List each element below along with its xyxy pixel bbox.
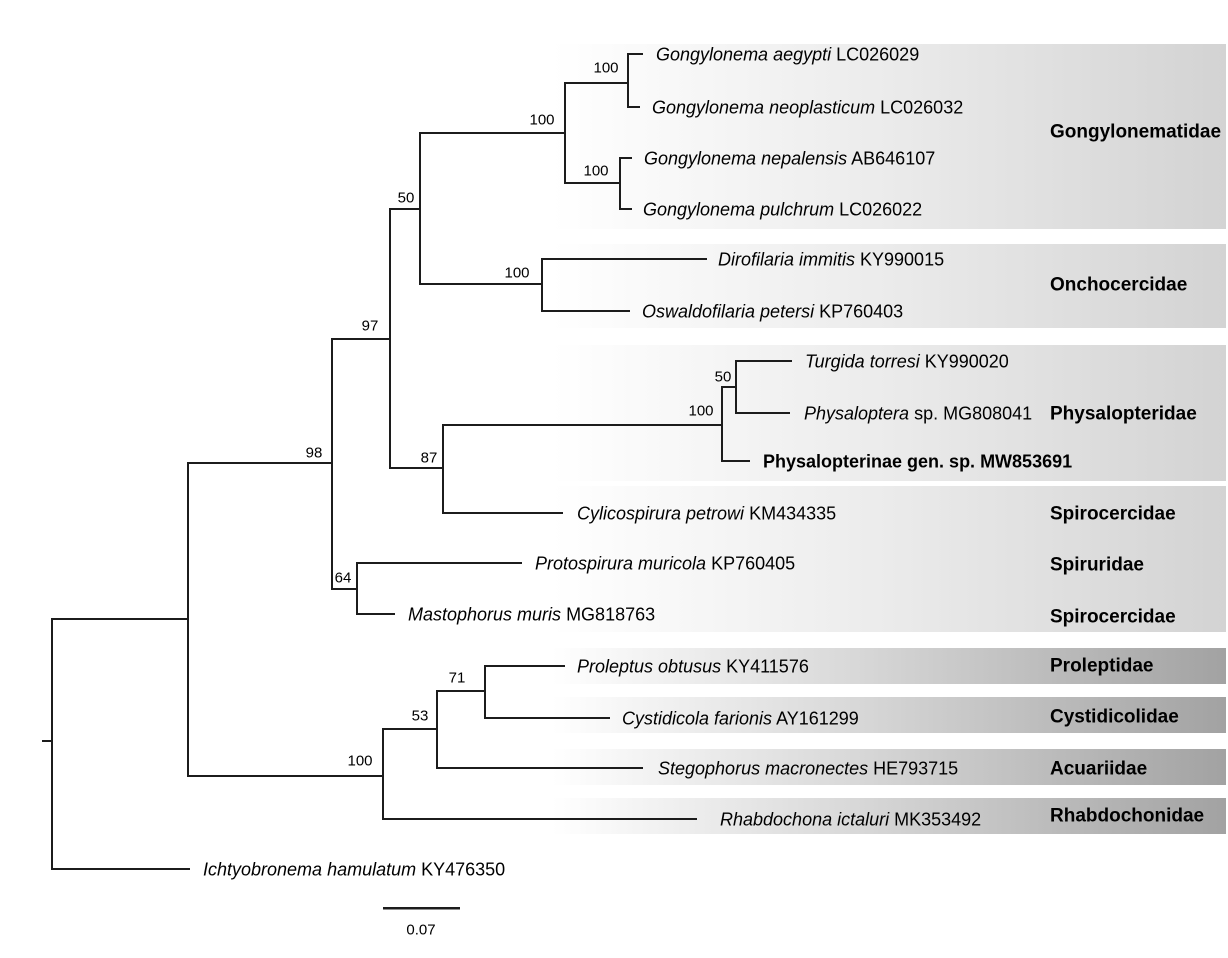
taxon-name: Oswaldofilaria petersi bbox=[642, 301, 815, 321]
scale-bar-label: 0.07 bbox=[406, 921, 435, 938]
taxon-accession: Physalopterinae gen. sp. MW853691 bbox=[763, 451, 1072, 471]
taxon-label: Stegophorus macronectes HE793715 bbox=[658, 758, 958, 778]
family-band bbox=[552, 44, 1226, 229]
taxon-label: Gongylonema nepalensis AB646107 bbox=[644, 148, 935, 168]
bootstrap-value: 100 bbox=[347, 752, 372, 769]
taxon-name: Physaloptera bbox=[804, 403, 909, 423]
taxon-accession: AB646107 bbox=[847, 148, 935, 168]
taxon-name: Gongylonema pulchrum bbox=[643, 199, 834, 219]
taxon-accession: LC026022 bbox=[834, 199, 922, 219]
family-label: Gongylonematidae bbox=[1050, 122, 1221, 143]
taxon-accession: MK353492 bbox=[889, 809, 981, 829]
family-band bbox=[552, 486, 1226, 632]
taxon-name: Stegophorus macronectes bbox=[658, 758, 868, 778]
taxon-label: Physalopterinae gen. sp. MW853691 bbox=[763, 451, 1072, 471]
family-band bbox=[552, 697, 1226, 733]
bootstrap-value: 100 bbox=[688, 402, 713, 419]
taxon-name: Ichtyobronema hamulatum bbox=[203, 859, 416, 879]
taxon-accession: MG818763 bbox=[561, 604, 655, 624]
bootstrap-value: 71 bbox=[449, 669, 466, 686]
family-label: Rhabdochonidae bbox=[1050, 806, 1204, 827]
taxon-label: Gongylonema pulchrum LC026022 bbox=[643, 199, 922, 219]
taxon-name: Mastophorus muris bbox=[408, 604, 561, 624]
family-band bbox=[552, 749, 1226, 785]
bootstrap-value: 97 bbox=[362, 317, 379, 334]
taxon-accession: KP760403 bbox=[814, 301, 903, 321]
family-label: Spiruridae bbox=[1050, 555, 1144, 576]
taxon-accession: LC026029 bbox=[831, 44, 919, 64]
taxon-accession: KM434335 bbox=[744, 503, 836, 523]
taxon-label: Protospirura muricola KP760405 bbox=[535, 553, 795, 573]
taxon-label: Rhabdochona ictaluri MK353492 bbox=[720, 809, 981, 829]
family-band bbox=[552, 648, 1226, 684]
family-label: Proleptidae bbox=[1050, 656, 1153, 677]
bootstrap-value: 100 bbox=[529, 111, 554, 128]
taxon-accession: KY990020 bbox=[920, 351, 1009, 371]
taxon-label: Proleptus obtusus KY411576 bbox=[577, 656, 809, 676]
bootstrap-value: 53 bbox=[412, 707, 429, 724]
taxon-name: Protospirura muricola bbox=[535, 553, 706, 573]
bootstrap-value: 100 bbox=[593, 59, 618, 76]
taxon-name: Gongylonema aegypti bbox=[656, 44, 832, 64]
taxon-accession: KP760405 bbox=[706, 553, 795, 573]
bootstrap-value: 50 bbox=[715, 368, 732, 385]
taxon-accession: sp. MG808041 bbox=[909, 403, 1032, 423]
tree-svg: Gongylonema aegypti LC026029Gongylonema … bbox=[42, 44, 1226, 938]
taxon-accession: HE793715 bbox=[868, 758, 958, 778]
bootstrap-value: 87 bbox=[421, 449, 438, 466]
taxon-label: Turgida torresi KY990020 bbox=[805, 351, 1009, 371]
family-band bbox=[552, 345, 1226, 481]
bootstrap-value: 98 bbox=[306, 444, 323, 461]
taxon-name: Rhabdochona ictaluri bbox=[720, 809, 890, 829]
taxon-name: Dirofilaria immitis bbox=[718, 249, 855, 269]
taxon-label: Gongylonema aegypti LC026029 bbox=[656, 44, 919, 64]
bootstrap-value: 100 bbox=[504, 264, 529, 281]
family-label: Cystidicolidae bbox=[1050, 707, 1179, 728]
taxon-label: Oswaldofilaria petersi KP760403 bbox=[642, 301, 903, 321]
taxon-accession: AY161299 bbox=[772, 708, 859, 728]
taxon-label: Cystidicola farionis AY161299 bbox=[622, 708, 859, 728]
bootstrap-value: 50 bbox=[398, 189, 415, 206]
taxon-label: Dirofilaria immitis KY990015 bbox=[718, 249, 944, 269]
taxon-name: Gongylonema neoplasticum bbox=[652, 97, 875, 117]
taxon-name: Gongylonema nepalensis bbox=[644, 148, 847, 168]
taxon-accession: LC026032 bbox=[875, 97, 963, 117]
taxon-accession: KY411576 bbox=[721, 656, 809, 676]
taxon-label: Cylicospirura petrowi KM434335 bbox=[577, 503, 836, 523]
taxon-label: Gongylonema neoplasticum LC026032 bbox=[652, 97, 963, 117]
taxon-accession: KY990015 bbox=[855, 249, 944, 269]
taxon-label: Physaloptera sp. MG808041 bbox=[804, 403, 1032, 423]
bootstrap-value: 64 bbox=[335, 569, 352, 586]
taxon-accession: KY476350 bbox=[416, 859, 505, 879]
taxon-label: Ichtyobronema hamulatum KY476350 bbox=[203, 859, 505, 879]
family-band bbox=[552, 798, 1226, 834]
family-label: Spirocercidae bbox=[1050, 607, 1176, 628]
family-label: Spirocercidae bbox=[1050, 504, 1176, 525]
family-label: Physalopteridae bbox=[1050, 404, 1197, 425]
family-label: Onchocercidae bbox=[1050, 275, 1187, 296]
taxon-name: Turgida torresi bbox=[805, 351, 921, 371]
taxon-label: Mastophorus muris MG818763 bbox=[408, 604, 655, 624]
taxon-name: Proleptus obtusus bbox=[577, 656, 721, 676]
bootstrap-value: 100 bbox=[583, 162, 608, 179]
taxon-name: Cystidicola farionis bbox=[622, 708, 772, 728]
taxon-name: Cylicospirura petrowi bbox=[577, 503, 745, 523]
family-label: Acuariidae bbox=[1050, 759, 1147, 780]
